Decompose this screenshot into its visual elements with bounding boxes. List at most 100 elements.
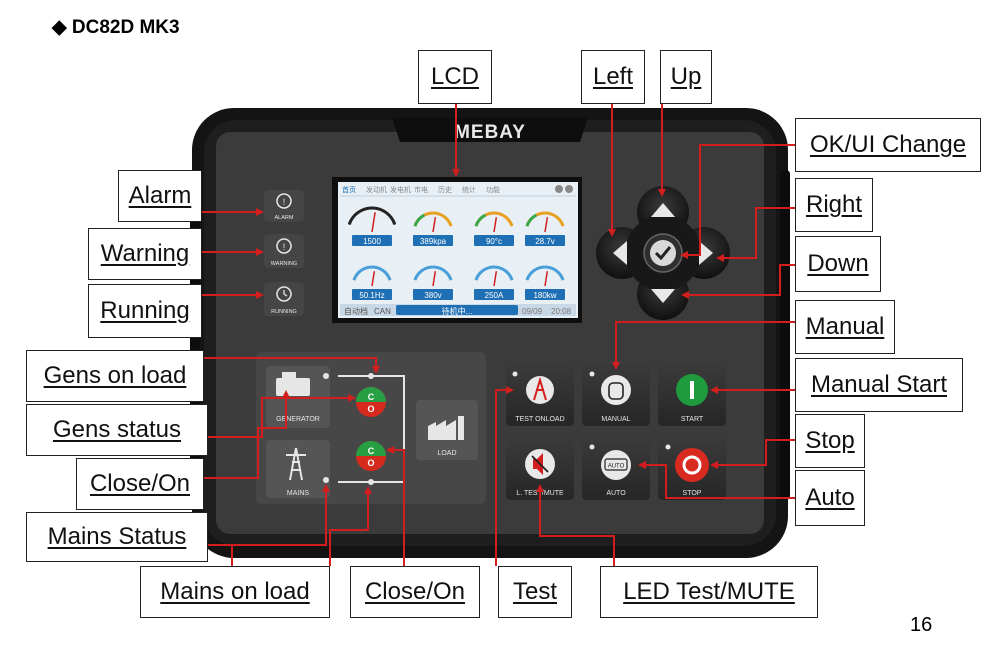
alarm-indicator: ! ALARM bbox=[264, 190, 304, 222]
up-arrow-icon bbox=[651, 203, 675, 217]
callout-ok-ui-change: OK/UI Change bbox=[795, 118, 981, 172]
svg-text:C: C bbox=[368, 392, 375, 402]
lcd-date: 09/09 bbox=[522, 307, 543, 316]
load-block: LOAD bbox=[416, 400, 478, 460]
mains-close-open-switch[interactable]: C O bbox=[356, 441, 386, 471]
warning-icon bbox=[276, 238, 292, 254]
page-number: 16 bbox=[910, 614, 933, 636]
lcd-gauge-needle bbox=[544, 271, 549, 287]
callout-test: Test bbox=[498, 566, 572, 618]
lcd-tab-bar: 首页 发动机发电机市电 历史 统计 功能 bbox=[340, 185, 576, 197]
lcd-tab: 历史 bbox=[438, 185, 452, 194]
alarm-icon-mark: ! bbox=[283, 197, 286, 207]
lcd-gauge-value: 1500 bbox=[363, 237, 381, 246]
lcd-status-dot-2 bbox=[565, 185, 573, 193]
callout-close-on-mains: Close/On bbox=[350, 566, 480, 618]
running-icon-hand bbox=[283, 290, 288, 297]
start-button[interactable]: START bbox=[658, 360, 726, 426]
lcd-gauge: 250A bbox=[474, 265, 514, 300]
lcd-gauge: 380v bbox=[413, 265, 453, 300]
running-indicator: RUNNING bbox=[264, 282, 304, 316]
lcd-gauge-needle bbox=[371, 271, 376, 287]
lcd-gauge-value: 90°c bbox=[486, 237, 502, 246]
callout-led-test-mute: LED Test/MUTE bbox=[600, 566, 818, 618]
callout-running: Running bbox=[88, 284, 202, 338]
lcd-bus: CAN bbox=[374, 307, 391, 316]
running-indicator-label: RUNNING bbox=[271, 309, 297, 315]
callout-manual-start: Manual Start bbox=[795, 358, 963, 412]
lcd-message: 待机中... bbox=[442, 306, 473, 316]
lcd-gauge: 1500 bbox=[347, 206, 397, 246]
svg-text:STOP: STOP bbox=[683, 490, 702, 497]
callout-gens-on-load: Gens on load bbox=[26, 350, 204, 402]
document-title: ◆ DC82D MK3 bbox=[52, 17, 180, 38]
generator-icon bbox=[276, 378, 310, 396]
warning-indicator: ! WARNING bbox=[264, 234, 304, 268]
callout-up: Up bbox=[660, 50, 712, 104]
running-icon bbox=[276, 286, 292, 302]
down-arrow-icon bbox=[651, 289, 675, 303]
stop-button[interactable]: STOP bbox=[658, 434, 726, 500]
lcd-gauge: 50.1Hz bbox=[352, 265, 392, 300]
lcd-gauge-value: 389kpa bbox=[420, 237, 447, 246]
lcd-gauge: 180kw bbox=[525, 265, 565, 300]
warning-icon-mark: ! bbox=[283, 242, 286, 252]
callout-stop: Stop bbox=[795, 414, 865, 468]
lcd-gauge-value: 180kw bbox=[533, 291, 556, 300]
lcd-tab: 首页 bbox=[342, 185, 356, 194]
lcd-gauge-needle bbox=[493, 271, 498, 287]
svg-text:TEST ONLOAD: TEST ONLOAD bbox=[515, 416, 564, 423]
callout-mains-status: Mains Status bbox=[26, 512, 208, 562]
alarm-indicator-label: ALARM bbox=[275, 215, 294, 221]
lcd-tab: 市电 bbox=[414, 185, 428, 194]
alarm-icon bbox=[276, 193, 292, 209]
load-label: LOAD bbox=[437, 450, 456, 457]
start-icon bbox=[690, 381, 694, 399]
lcd-gauge: 389kpa bbox=[413, 211, 453, 246]
lcd-gauge: 90°c bbox=[474, 211, 514, 246]
auto-icon bbox=[604, 458, 628, 471]
hand-icon bbox=[608, 382, 624, 400]
brand-plate bbox=[392, 118, 588, 142]
left-arrow-icon bbox=[613, 241, 627, 265]
lcd-tab: 功能 bbox=[486, 185, 500, 194]
svg-text:START: START bbox=[681, 416, 704, 423]
callout-alarm: Alarm bbox=[118, 170, 202, 222]
svg-text:AUTO: AUTO bbox=[606, 490, 626, 497]
lcd-gauges-top: 1500 389kpa 90°c 28.7v bbox=[347, 206, 565, 246]
generator-close-open-switch[interactable]: C O bbox=[356, 387, 386, 417]
callout-close-on-gen: Close/On bbox=[76, 458, 204, 510]
test-onload-button[interactable]: TEST ONLOAD bbox=[506, 360, 574, 426]
leader-lines bbox=[200, 104, 796, 566]
callout-auto: Auto bbox=[795, 470, 865, 526]
callout-mains-on-load: Mains on load bbox=[140, 566, 330, 618]
svg-text:MANUAL: MANUAL bbox=[601, 416, 630, 423]
svg-text:AUTO: AUTO bbox=[608, 464, 625, 470]
lcd-tab: 统计 bbox=[462, 185, 476, 194]
mains-label: MAINS bbox=[287, 490, 310, 497]
callout-right: Right bbox=[795, 178, 873, 232]
lcd-tab: 发电机 bbox=[390, 185, 411, 194]
svg-text:C: C bbox=[368, 446, 375, 456]
callout-manual: Manual bbox=[795, 300, 895, 354]
generator-label: GENERATOR bbox=[276, 416, 320, 423]
lcd-message-bar bbox=[396, 305, 518, 315]
callout-left: Left bbox=[581, 50, 645, 104]
check-icon bbox=[654, 246, 672, 261]
lcd-gauge-needle bbox=[371, 212, 376, 233]
callout-lcd: LCD bbox=[418, 50, 492, 104]
lcd-tab: 发动机 bbox=[366, 185, 387, 194]
lcd-gauge-needle bbox=[432, 217, 437, 233]
lcd-status-dot-1 bbox=[555, 185, 563, 193]
ok-button-inner bbox=[650, 240, 676, 266]
callout-down: Down bbox=[795, 236, 881, 292]
lcd-gauges-bottom: 50.1Hz 380v 250A 180kw bbox=[352, 265, 565, 300]
lcd-gauge-value: 50.1Hz bbox=[359, 291, 384, 300]
auto-button[interactable]: AUTO AUTO bbox=[582, 434, 650, 500]
manual-button[interactable]: MANUAL bbox=[582, 360, 650, 426]
factory-icon bbox=[428, 420, 456, 440]
callout-warning: Warning bbox=[88, 228, 202, 280]
lcd-gauge-value: 28.7v bbox=[535, 237, 555, 246]
lcd-gauge-needle bbox=[432, 271, 437, 287]
